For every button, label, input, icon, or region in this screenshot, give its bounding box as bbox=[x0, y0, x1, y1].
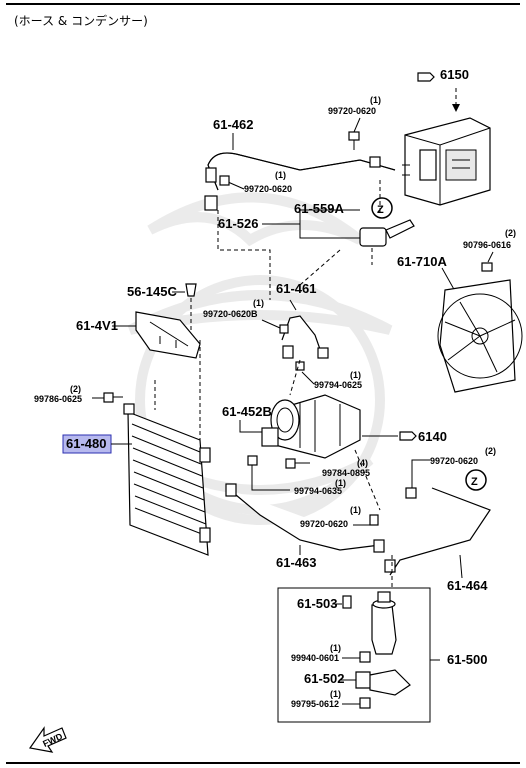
svg-text:61-461: 61-461 bbox=[276, 281, 316, 296]
svg-text:6150: 6150 bbox=[440, 67, 469, 82]
svg-text:99720-0620B: 99720-0620B bbox=[203, 309, 258, 319]
svg-text:61-500: 61-500 bbox=[447, 652, 487, 667]
svg-text:(1): (1) bbox=[350, 505, 361, 515]
svg-text:(1): (1) bbox=[370, 95, 381, 105]
svg-text:(2): (2) bbox=[505, 228, 516, 238]
svg-text:99720-0620: 99720-0620 bbox=[244, 184, 292, 194]
condenser-fan: (2) 90796-0616 61-710A bbox=[397, 228, 523, 393]
callout-6140: 6140 bbox=[362, 429, 447, 444]
bolt-99784-0895: (4) 99784-0895 bbox=[285, 458, 370, 478]
svg-text:(4): (4) bbox=[357, 458, 368, 468]
page-title: (ホース & コンデンサー) bbox=[14, 13, 148, 28]
svg-text:61-4V1: 61-4V1 bbox=[76, 318, 118, 333]
svg-text:61-503: 61-503 bbox=[297, 596, 337, 611]
fwd-arrow-icon: FWD bbox=[28, 726, 67, 753]
hose-61-462 bbox=[207, 152, 396, 191]
condenser bbox=[123, 340, 211, 556]
svg-text:(1): (1) bbox=[335, 478, 346, 488]
hose-61-461: 61-461 (1) 99720-0620B bbox=[203, 281, 329, 359]
svg-text:(2): (2) bbox=[485, 446, 496, 456]
bolt-99720-0620-a: (1) 99720-0620 bbox=[328, 95, 381, 150]
svg-text:61-452B: 61-452B bbox=[222, 404, 272, 419]
svg-text:99784-0895: 99784-0895 bbox=[322, 468, 370, 478]
bolt-99786-0625: (2) 99786-0625 bbox=[34, 384, 123, 404]
label-61-480-highlight: 61-480 bbox=[62, 434, 132, 454]
svg-text:56-145C: 56-145C bbox=[127, 284, 177, 299]
svg-text:(1): (1) bbox=[253, 298, 264, 308]
hose-61-463: 61-463 bbox=[225, 483, 385, 570]
bolt-99720-0620-c: (1) 99720-0620 bbox=[300, 505, 379, 529]
bolt-99794-0625: (1) 99794-0625 bbox=[295, 361, 362, 390]
svg-text:(1): (1) bbox=[275, 170, 286, 180]
bolt-99794-0635: (1) 99794-0635 bbox=[247, 455, 346, 496]
svg-text:61-526: 61-526 bbox=[218, 216, 258, 231]
receiver-drier-group: 61-500 61-503 (1) 99940-0601 61-502 (1) … bbox=[277, 587, 487, 723]
svg-text:61-480: 61-480 bbox=[66, 436, 106, 451]
svg-text:99720-0620: 99720-0620 bbox=[328, 106, 376, 116]
svg-text:99720-0620: 99720-0620 bbox=[300, 519, 348, 529]
expansion-valve: 61-526 61-559A Z bbox=[218, 197, 415, 265]
heater-unit bbox=[402, 117, 491, 206]
svg-text:99720-0620: 99720-0620 bbox=[430, 456, 478, 466]
switch-61-452b: 61-452B bbox=[222, 404, 279, 447]
svg-text:(1): (1) bbox=[350, 370, 361, 380]
svg-text:99786-0625: 99786-0625 bbox=[34, 394, 82, 404]
svg-text:61-462: 61-462 bbox=[213, 117, 253, 132]
bracket-61-4v1: 56-145C 61-4V1 bbox=[76, 283, 201, 359]
callout-z-bottom bbox=[465, 469, 487, 491]
watermark-logo bbox=[127, 192, 393, 525]
callout-6150: 6150 bbox=[417, 67, 469, 112]
svg-text:(1): (1) bbox=[330, 689, 341, 699]
svg-text:90796-0616: 90796-0616 bbox=[463, 240, 511, 250]
svg-text:(1): (1) bbox=[330, 643, 341, 653]
svg-text:61-463: 61-463 bbox=[276, 555, 316, 570]
svg-text:99794-0635: 99794-0635 bbox=[294, 486, 342, 496]
svg-text:61-502: 61-502 bbox=[304, 671, 344, 686]
compressor bbox=[270, 359, 361, 459]
bolt-99720-0620-b: (1) 99720-0620 bbox=[219, 170, 292, 194]
svg-text:61-559A: 61-559A bbox=[294, 201, 344, 216]
svg-text:99795-0612: 99795-0612 bbox=[291, 699, 339, 709]
svg-text:99940-0601: 99940-0601 bbox=[291, 653, 339, 663]
svg-text:Z: Z bbox=[471, 476, 478, 488]
svg-text:99794-0625: 99794-0625 bbox=[314, 380, 362, 390]
svg-text:61-710A: 61-710A bbox=[397, 254, 447, 269]
svg-text:(2): (2) bbox=[70, 384, 81, 394]
svg-text:61-464: 61-464 bbox=[447, 578, 488, 593]
hose-61-464: (2) 99720-0620 Z 61-464 bbox=[384, 446, 496, 593]
callout-z-top bbox=[371, 197, 393, 219]
svg-text:6140: 6140 bbox=[418, 429, 447, 444]
